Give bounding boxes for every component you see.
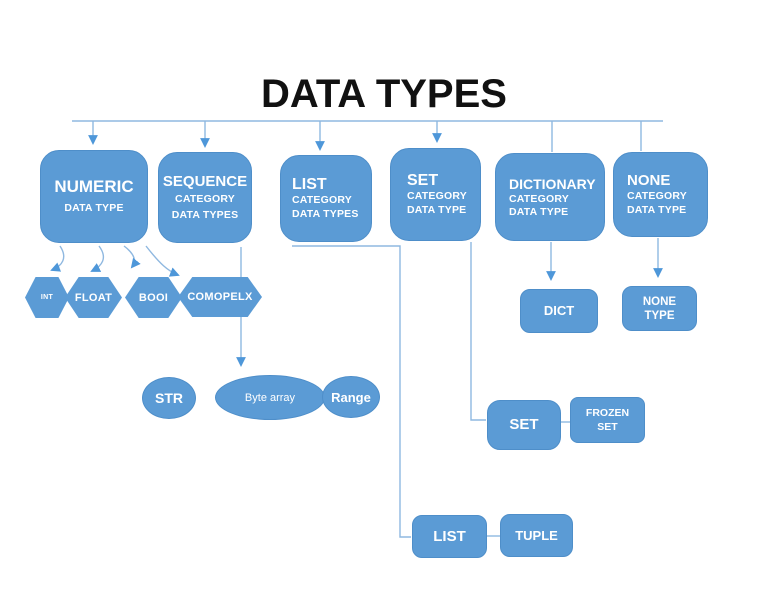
category-subtitle: CATEGORY	[627, 190, 687, 202]
category-subtitle: CATEGORY	[175, 193, 235, 205]
category-subtitle: CATEGORY	[509, 192, 569, 205]
box-label: LIST	[433, 527, 466, 545]
category-label: NONE	[627, 172, 671, 189]
category-box-list: LIST CATEGORY DATA TYPES	[280, 155, 372, 242]
category-subtitle: DATA TYPE	[407, 203, 467, 216]
ellipse-label: Byte array	[244, 391, 296, 404]
category-subtitle: CATEGORY	[407, 190, 467, 202]
ellipse-bytearray: Byte array	[215, 375, 325, 420]
category-subtitle: DATA TYPE	[64, 201, 124, 214]
arrow-numeric-to-complex	[145, 245, 180, 277]
category-subtitle: DATA TYPES	[292, 207, 359, 220]
category-box-set: SET CATEGORY DATA TYPE	[390, 148, 481, 241]
hexagon-label: BOOI	[138, 291, 169, 304]
box-frozen-set: FROZEN SET	[570, 397, 645, 443]
ellipse-str: STR	[142, 377, 196, 419]
hexagon-label: COMOPELX	[187, 291, 253, 303]
arrow-numeric-to-float	[90, 245, 105, 272]
box-label-line: SET	[597, 421, 618, 433]
category-label: LIST	[292, 176, 327, 193]
box-label: TUPLE	[515, 527, 558, 543]
box-label-line: NONE	[642, 295, 677, 308]
arrow-numeric-to-int	[50, 245, 65, 272]
category-box-sequence: SEQUENCE CATEGORY DATA TYPES	[158, 152, 252, 243]
box-list: LIST	[412, 515, 487, 558]
category-box-dictionary: DICTIONARY CATEGORY DATA TYPE	[495, 153, 605, 241]
category-label: NUMERIC	[54, 176, 134, 196]
category-label: SEQUENCE	[162, 173, 248, 190]
category-label: DICTIONARY	[509, 175, 596, 192]
diagram-title: DATA TYPES	[261, 72, 507, 116]
category-subtitle: DATA TYPES	[171, 208, 239, 221]
category-box-numeric: NUMERIC DATA TYPE	[40, 150, 148, 243]
box-label-line: TYPE	[644, 309, 675, 322]
ellipse-range: Range	[322, 376, 380, 418]
hexagon-booi: BOOI	[125, 277, 182, 318]
elbow-list-category-to-list	[292, 245, 411, 538]
category-subtitle: CATEGORY	[292, 194, 352, 206]
hexagon-complex: COMOPELX	[178, 277, 262, 317]
hexagon-label: FLOAT	[74, 291, 113, 304]
hexagon-float: FLOAT	[65, 277, 122, 318]
category-subtitle: DATA TYPE	[509, 206, 569, 218]
hexagon-label: INT	[40, 294, 54, 301]
box-dict: DICT	[520, 289, 598, 333]
hexagon-int: INT	[25, 277, 69, 318]
category-subtitle: DATA TYPE	[627, 203, 687, 216]
category-label: SET	[407, 172, 439, 189]
ellipse-label: Range	[331, 389, 371, 405]
box-none-type: NONE TYPE	[622, 286, 697, 331]
box-label: DICT	[543, 303, 575, 318]
box-label: SET	[509, 416, 539, 433]
box-tuple: TUPLE	[500, 514, 573, 557]
category-box-none: NONE CATEGORY DATA TYPE	[613, 152, 708, 237]
arrow-numeric-to-booi	[123, 245, 141, 269]
elbow-set-category-to-set	[470, 242, 486, 421]
ellipse-label: STR	[155, 390, 183, 406]
box-set: SET	[487, 400, 561, 450]
box-label-line: FROZEN	[585, 407, 630, 419]
